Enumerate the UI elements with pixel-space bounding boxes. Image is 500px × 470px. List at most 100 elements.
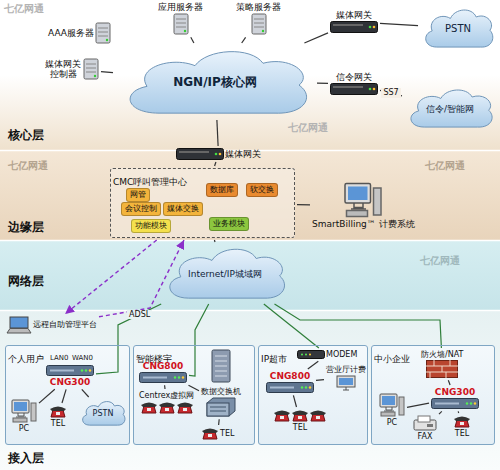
management-link xyxy=(65,240,157,314)
phone-icon-shape-part xyxy=(208,434,212,437)
billing-computer-shape-part xyxy=(347,211,368,217)
watermark: 七亿网通 xyxy=(4,3,44,14)
device-label: 信令网关 xyxy=(336,72,372,82)
server-icon-shape-part xyxy=(176,19,186,27)
device-label: TEL xyxy=(220,429,234,438)
watermark: 七亿网通 xyxy=(8,160,48,171)
cloud-label: PSTN xyxy=(445,23,471,35)
network-link xyxy=(407,403,429,407)
gateway-device-shape-part xyxy=(369,26,372,29)
phone-icon-shape-part xyxy=(460,422,464,425)
watermark-holder: 七亿网通 xyxy=(420,255,460,266)
cng-device-shape-part xyxy=(81,369,83,371)
phone-group-icon-shape-part-part xyxy=(159,403,175,408)
cloud-shape-part xyxy=(170,249,285,298)
module-cylinder: 会议控制 xyxy=(121,202,161,216)
network-link xyxy=(214,240,216,242)
module-platform: 业务模块 xyxy=(209,217,249,231)
pc-icon-shape-part xyxy=(384,407,394,411)
rack-server-icon xyxy=(212,350,230,382)
watermark: 七亿网通 xyxy=(288,122,328,133)
terminal-icon-shape-part xyxy=(343,387,349,390)
network-link xyxy=(218,419,220,425)
gateway-device-shape-part xyxy=(333,86,363,88)
billing-computer-shape-part xyxy=(348,187,368,201)
gateway-device-shape-part xyxy=(219,153,222,156)
phone-group-icon: Centrex虚拟网 xyxy=(139,391,194,414)
server-icon-shape-part xyxy=(86,64,96,72)
pc-icon-shape-part xyxy=(13,418,27,422)
watermark: 七亿网通 xyxy=(425,160,465,171)
server-icon: 策略服务器 xyxy=(236,2,281,35)
fax-icon-shape xyxy=(413,415,437,431)
watermark-holder: 七亿网通 xyxy=(4,3,44,14)
device-label: 媒体网关控制器 xyxy=(44,59,82,80)
management-link xyxy=(99,240,184,317)
network-link xyxy=(164,385,166,389)
server-icon-shape-part xyxy=(98,28,108,36)
device-label: TEL xyxy=(455,429,469,438)
module-label: 媒体交换 xyxy=(167,204,199,214)
fax-icon: FAX xyxy=(413,415,437,441)
phone-icon-shape xyxy=(201,427,219,440)
network-link xyxy=(101,72,113,73)
device-label: CNG300 xyxy=(50,377,90,387)
link-label: ADSL xyxy=(127,310,152,319)
cloud-label: 信令/智能网 xyxy=(426,104,474,115)
pc-icon-shape-part xyxy=(399,397,404,415)
watermark-holder: 七亿网通 xyxy=(425,160,465,171)
firewall-icon-shape-part xyxy=(427,361,458,378)
cng-device: CNG300 xyxy=(46,365,94,387)
cng-device-shape xyxy=(266,382,314,393)
gateway-device-shape-part xyxy=(333,24,363,26)
server-icon-shape xyxy=(83,58,99,80)
server-icon: 媒体网关控制器 xyxy=(44,58,99,80)
network-link xyxy=(316,379,324,381)
device-label: CNG300 xyxy=(435,387,475,397)
network-link xyxy=(448,380,450,385)
network-link xyxy=(439,411,442,414)
pc-icon-shape xyxy=(379,393,405,417)
server-icon-shape-part xyxy=(96,23,110,43)
modem-icon-shape-part xyxy=(298,351,325,359)
phone-group-icon-shape-part-part xyxy=(142,406,156,413)
watermark-holder: 七亿网通 xyxy=(288,122,328,133)
network-link xyxy=(264,304,319,348)
gateway-device-shape xyxy=(176,148,224,160)
module-label: 软交换 xyxy=(250,185,274,195)
device-label: 远程自助管理平台 xyxy=(33,320,97,329)
server-icon-shape-part xyxy=(183,30,185,32)
rack-server-icon-part xyxy=(215,356,227,376)
device-label: AAA服务器 xyxy=(48,28,94,38)
gateway-device-shape-part xyxy=(331,84,378,95)
network-link xyxy=(380,23,418,25)
server-icon-shape xyxy=(173,13,189,35)
switch-icon-shape-part xyxy=(207,398,235,416)
phone-group-icon-shape-part xyxy=(310,411,326,422)
pc-icon-shape-part xyxy=(31,403,36,421)
gateway-device-shape-part xyxy=(331,22,378,33)
port-label: LAN0 xyxy=(50,355,69,363)
link-label-holder: SS7 xyxy=(381,88,400,97)
phone-group-icon-shape-part-part xyxy=(292,411,308,416)
laptop-icon: 远程自助管理平台 xyxy=(6,316,97,334)
cloud-label: NGN/IP核心网 xyxy=(173,75,257,89)
network-link xyxy=(317,82,328,83)
phone-icon-shape xyxy=(49,405,67,418)
network-link xyxy=(304,33,328,43)
laptop-icon-shape xyxy=(6,316,32,334)
network-link xyxy=(82,389,89,397)
module-cylinder: 媒体交换 xyxy=(163,202,203,216)
link-label: SS7 xyxy=(381,88,400,97)
cng-device-shape-part xyxy=(305,387,307,389)
cng-device-shape-part xyxy=(301,387,303,389)
cng-device-shape-part xyxy=(309,387,311,389)
network-cloud: PSTN xyxy=(420,6,496,50)
pc-icon: PC xyxy=(11,399,37,433)
fax-icon-shape-part xyxy=(427,424,433,427)
billing-computer-shape-part xyxy=(374,188,382,215)
phone-group-icon-shape-part-part xyxy=(316,416,320,419)
phone-group-icon-shape-part xyxy=(274,411,290,422)
phone-group-icon-shape-part xyxy=(292,411,308,422)
